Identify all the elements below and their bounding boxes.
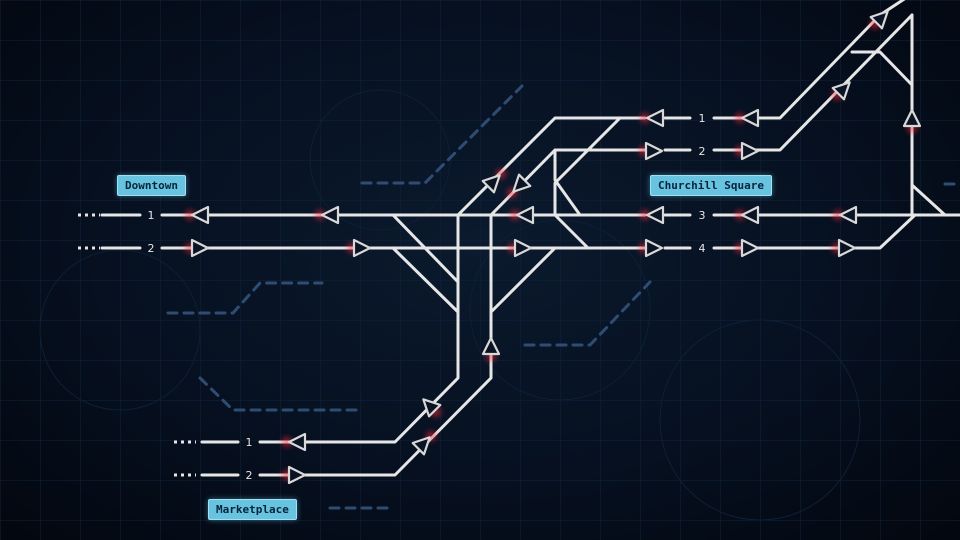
signal-churchill-inner[interactable] [510,205,535,225]
signal-diagonal-up-2[interactable] [503,173,532,203]
platform-number-churchill-1: 1 [699,112,706,125]
signal-diagonal-down-1[interactable] [481,165,511,194]
platform-number-downtown-1: 1 [148,209,155,222]
platform-number-marketplace-2: 2 [246,469,253,482]
station-label-downtown[interactable]: Downtown [117,175,186,196]
signals[interactable] [185,6,922,485]
signal-marketplace-2[interactable] [282,465,307,485]
signal-churchill-4-west[interactable] [639,238,664,258]
station-label-marketplace[interactable]: Marketplace [208,499,297,520]
signal-trunk-west[interactable] [315,205,340,225]
signal-downtown-2[interactable] [185,238,210,258]
signal-churchill-3-east[interactable] [735,205,760,225]
signal-crossover-east[interactable] [508,238,533,258]
signal-northeast-1[interactable] [866,6,894,34]
signal-marketplace-curve-1[interactable] [418,394,446,422]
signal-marketplace-curve-2[interactable] [411,427,441,456]
signal-trunk-east[interactable] [347,238,372,258]
platform-numbers: 1 2 1 2 3 4 1 2 [148,112,706,482]
signal-churchill-3-west[interactable] [640,205,665,225]
ghost-routes [166,84,960,510]
signal-north-vertical[interactable] [902,108,922,133]
signal-downtown-1[interactable] [185,205,210,225]
signal-churchill-4-east[interactable] [735,238,760,258]
signal-eastbound-exit[interactable] [833,205,858,225]
signal-marketplace-1[interactable] [282,432,307,452]
platform-number-marketplace-1: 1 [246,436,253,449]
signal-northeast-2[interactable] [828,77,856,105]
signal-churchill-2-west[interactable] [639,141,664,161]
signal-churchill-2-east[interactable] [735,141,760,161]
platform-number-downtown-2: 2 [148,242,155,255]
signal-trunk-north[interactable] [481,336,501,361]
platform-number-churchill-3: 3 [699,209,706,222]
platform-number-churchill-4: 4 [699,242,706,255]
platform-number-churchill-2: 2 [699,145,706,158]
signal-churchill-1-east[interactable] [735,108,760,128]
signal-eastbound-4-exit[interactable] [832,238,857,258]
station-label-churchill-square[interactable]: Churchill Square [650,175,772,196]
signal-churchill-1-west[interactable] [640,108,665,128]
